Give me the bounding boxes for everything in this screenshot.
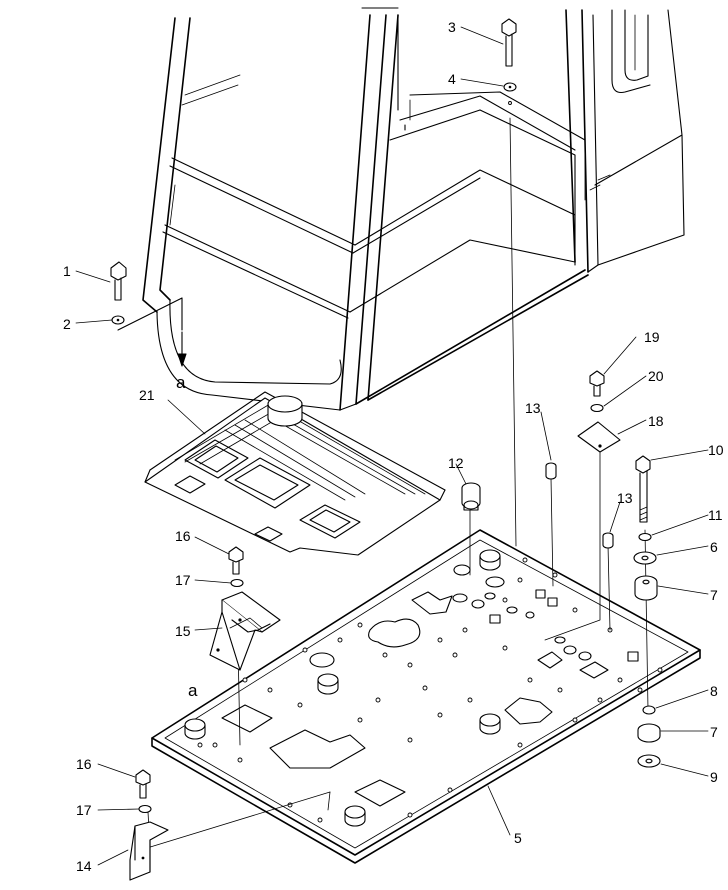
part-7-rubber-mount-upper [634,575,658,601]
callout-19: 19 [644,329,660,345]
part-7-rubber-mount-lower [637,723,661,743]
part-12-cushion [461,482,481,511]
floor-mat [144,391,446,556]
part-13-cap-lower [602,532,614,549]
callout-17-upper: 17 [175,572,191,588]
view-mark-a-top: a [176,373,186,392]
part-16-bolt-lower [135,769,151,799]
part-20-washer [590,403,604,413]
callout-15: 15 [175,623,191,639]
callout-2: 2 [63,316,71,332]
part-9-washer [637,754,661,768]
base-plate [151,529,701,864]
part-6-spacer [633,551,657,565]
callout-6: 6 [710,539,718,555]
callout-13-upper: 13 [525,400,541,416]
callout-3: 3 [448,19,456,35]
part-10-long-bolt [635,455,651,523]
callout-9: 9 [710,769,718,785]
part-4-mount-hole [508,101,512,105]
cab-frame [117,7,685,411]
part-1-bolt [110,261,127,301]
callout-labels: 1 2 3 4 5 6 7 7 8 9 10 11 12 13 13 14 15… [63,19,724,874]
callout-7-lower: 7 [710,724,718,740]
part-18-cover-plate [577,421,621,453]
part-3-bolt [501,18,517,67]
part-16-bolt-upper [228,546,244,575]
callout-11: 11 [708,507,723,523]
part-19-bolt [589,370,605,397]
callout-21: 21 [139,387,155,403]
callout-16-lower: 16 [76,756,92,772]
callout-1: 1 [63,263,71,279]
part-17-washer-upper [230,578,244,588]
callout-4: 4 [448,71,456,87]
callout-8: 8 [710,683,718,699]
callout-20: 20 [648,368,664,384]
view-mark-a-plate: a [188,681,198,700]
callout-13-lower: 13 [617,490,633,506]
part-4-washer-hole [508,85,512,89]
part-8-nut [642,705,656,715]
callout-18: 18 [648,413,664,429]
part-11-washer [638,532,652,542]
part-15-bracket [209,591,281,671]
plate-holes [197,557,663,823]
part-13-cap-upper [545,462,557,480]
callout-16-upper: 16 [175,528,191,544]
callout-14: 14 [76,858,92,874]
callout-17-lower: 17 [76,802,92,818]
callout-7-upper: 7 [710,587,718,603]
callout-leaders [75,26,709,866]
assembly-center-lines [146,117,649,849]
callout-10: 10 [708,442,724,458]
view-a-arrow-top [177,331,187,367]
part-2-washer-hole [116,318,120,322]
callout-5: 5 [514,830,522,846]
part-14-bracket [129,821,169,881]
callout-12: 12 [448,455,464,471]
part-17-washer-lower [138,804,152,814]
